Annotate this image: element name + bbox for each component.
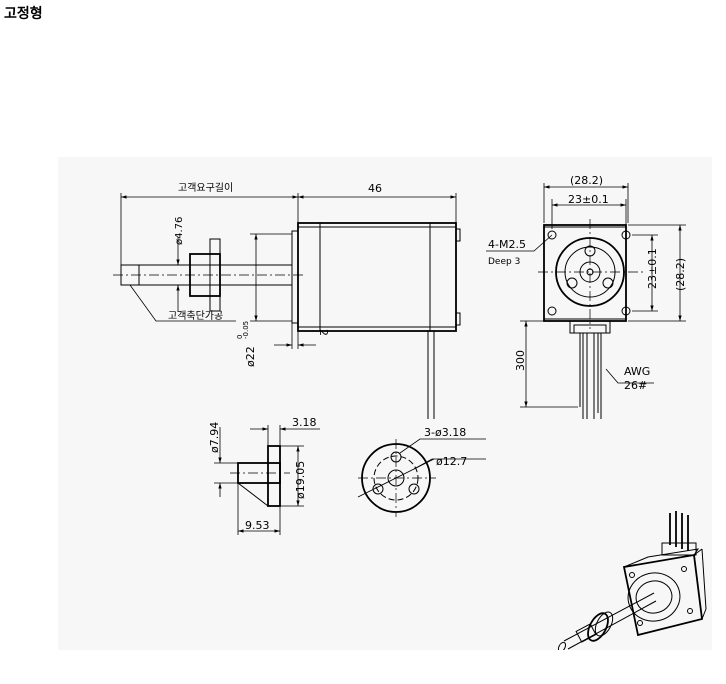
boss-tol-upper: 0 bbox=[236, 335, 244, 339]
body-length-label: 46 bbox=[368, 182, 382, 195]
technical-drawing: 고객요구길이 46 ø4.76 고객축단가공 ø22 0 bbox=[58, 157, 712, 653]
frame-outer-v-label: (28.2) bbox=[674, 258, 687, 291]
fix-length-label: 고객요구길이 bbox=[178, 181, 233, 194]
fix-step-label: 고객축단가공 bbox=[168, 310, 223, 322]
hole-pitch-h-label: 23±0.1 bbox=[568, 193, 609, 206]
frame-outer-label: (28.2) bbox=[570, 174, 603, 187]
nut-side-view: ø7.94 3.18 ø19.05 9.53 bbox=[208, 416, 320, 535]
lead-length-label: 300 bbox=[514, 350, 527, 371]
page-title: 고정형 bbox=[4, 6, 43, 22]
nut-holes-label: 3-ø3.18 bbox=[424, 426, 466, 439]
mount-depth-label: Deep 3 bbox=[488, 257, 520, 267]
nut-pcd-label: ø12.7 bbox=[436, 455, 467, 468]
nut-front-view: 3-ø3.18 ø12.7 bbox=[357, 426, 486, 517]
wire-gauge-label-1: AWG bbox=[624, 365, 650, 378]
boss-height-label: 2 bbox=[317, 329, 330, 336]
hole-pitch-v-label: 23±0.1 bbox=[646, 248, 659, 289]
side-view: 고객요구길이 46 ø4.76 고객축단가공 ø22 0 bbox=[113, 181, 461, 419]
nut-flange-thk-label: 3.18 bbox=[292, 416, 317, 429]
boss-tol-lower: -0.05 bbox=[242, 321, 250, 339]
wire-gauge-label-2: 26# bbox=[624, 379, 647, 392]
boss-dia-label: ø22 bbox=[244, 346, 257, 367]
shaft-dia-label: ø4.76 bbox=[174, 217, 185, 245]
front-view: (28.2) 23±0.1 23±0.1 (28.2) 4-M2.5 Deep … bbox=[486, 174, 687, 419]
nut-flange-dia-label: ø19.05 bbox=[294, 461, 307, 499]
mount-holes-label: 4-M2.5 bbox=[488, 238, 526, 251]
isometric-motor-sketch bbox=[557, 511, 707, 653]
nut-length-label: 9.53 bbox=[245, 519, 270, 532]
nut-dia-label: ø7.94 bbox=[208, 422, 221, 453]
